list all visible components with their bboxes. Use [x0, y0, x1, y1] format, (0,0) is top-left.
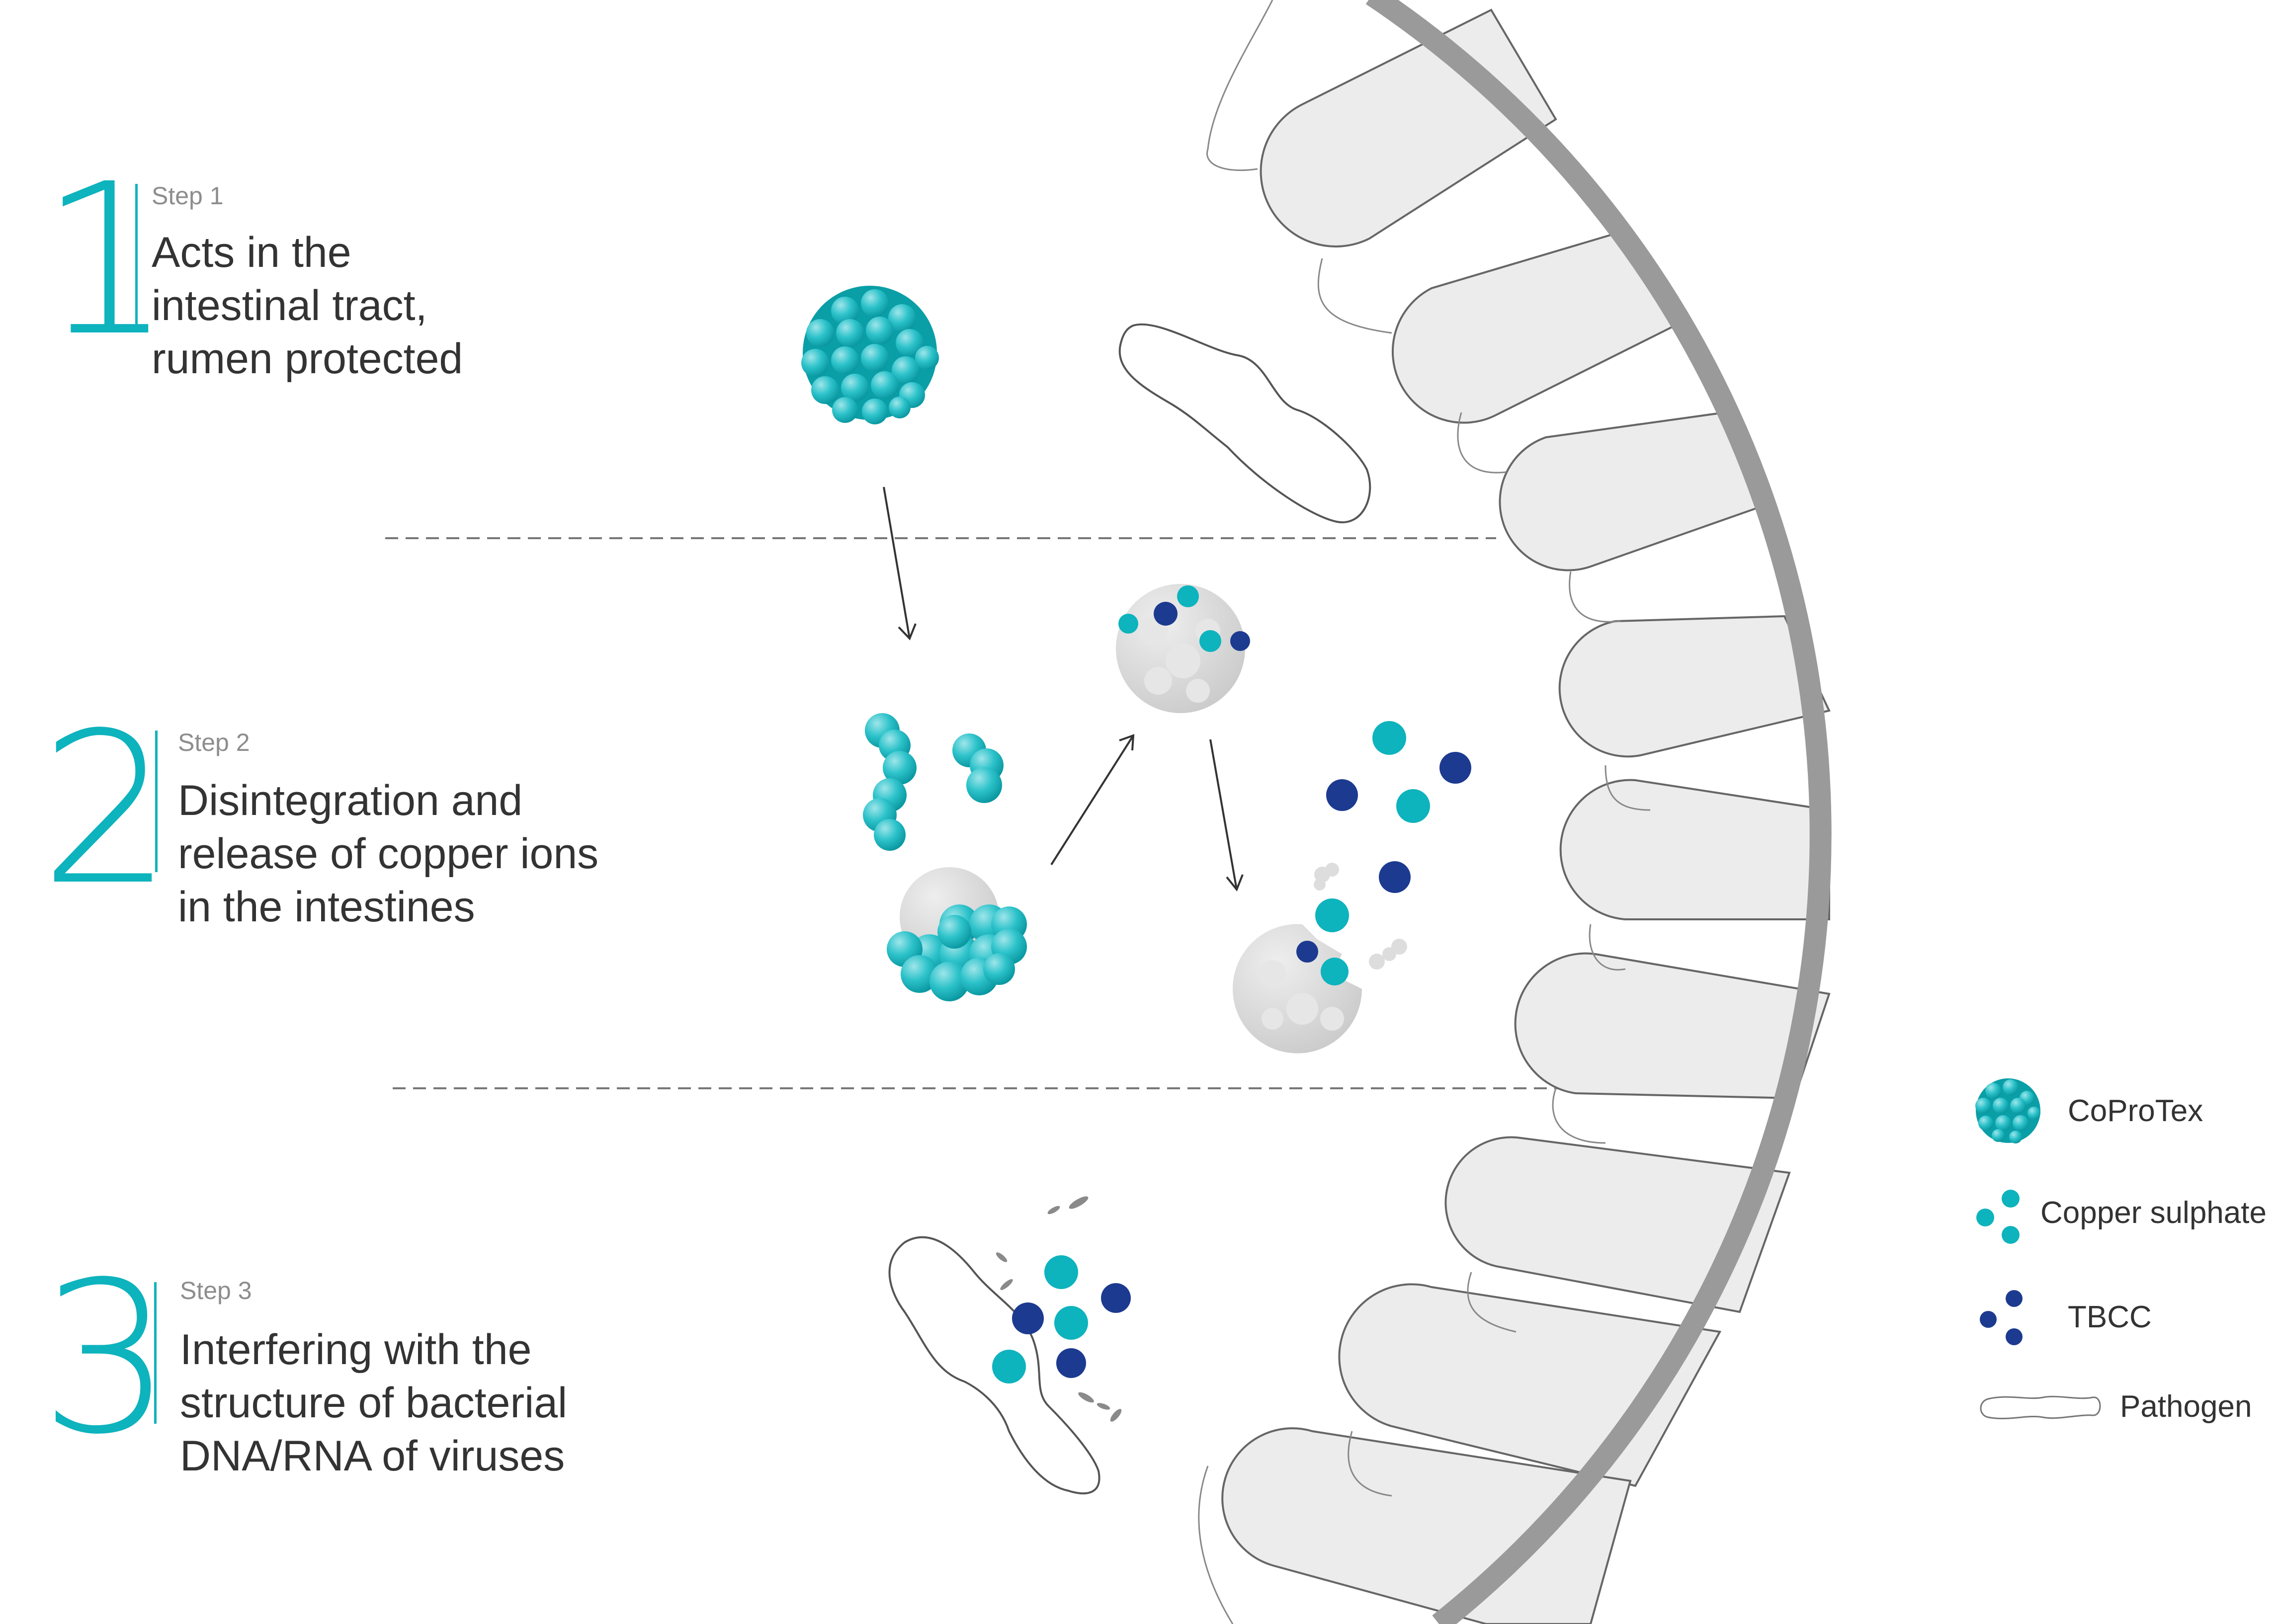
legend-copper-sulphate-label: Copper sulphate — [2040, 1196, 2267, 1230]
step-1-divider — [135, 184, 138, 325]
step-3-description: Interfering with the structure of bacter… — [180, 1326, 568, 1480]
tbcc-icon — [1980, 1290, 2023, 1345]
pathogen-step1 — [1118, 323, 1371, 524]
step-2-description: Disintegration and release of copper ion… — [178, 777, 599, 931]
intestine-wall — [1365, 0, 1832, 1624]
step-2-divider — [155, 731, 158, 872]
coprotex-icon — [1975, 1078, 2040, 1143]
broken-particle — [1233, 863, 1407, 1054]
step-3-divider — [154, 1282, 157, 1424]
step-2-number: 2 — [40, 688, 173, 931]
pathogen-fragments — [996, 1196, 1122, 1422]
step-3-label: Step 3 — [180, 1277, 252, 1304]
grey-particle-with-ions — [1116, 584, 1250, 713]
step-1-description: Acts in the intestinal tract, rumen prot… — [152, 229, 463, 383]
flow-arrows — [883, 487, 1244, 892]
step-3-number: 3 — [40, 1237, 173, 1480]
legend-coprotex-label: CoProTex — [2068, 1094, 2203, 1128]
coprotex-particle-large — [801, 286, 939, 424]
step-2-label: Step 2 — [178, 729, 250, 756]
disintegrating-particle — [887, 867, 1027, 1001]
copper-ions-released — [863, 713, 1004, 851]
intestine-villi — [1221, 8, 1831, 1624]
ions-attacking — [992, 1255, 1131, 1383]
legend-tbcc-label: TBCC — [2068, 1300, 2152, 1334]
legend-pathogen-label: Pathogen — [2120, 1389, 2252, 1424]
step-1-label: Step 1 — [152, 182, 224, 210]
intestine-villi-outlines — [1198, 0, 1651, 1624]
copper-sulphate-icon — [1976, 1190, 2020, 1244]
pathogen-icon — [1980, 1395, 2101, 1419]
step-1-number: 1 — [40, 139, 173, 382]
ions-released-right — [1315, 721, 1471, 932]
